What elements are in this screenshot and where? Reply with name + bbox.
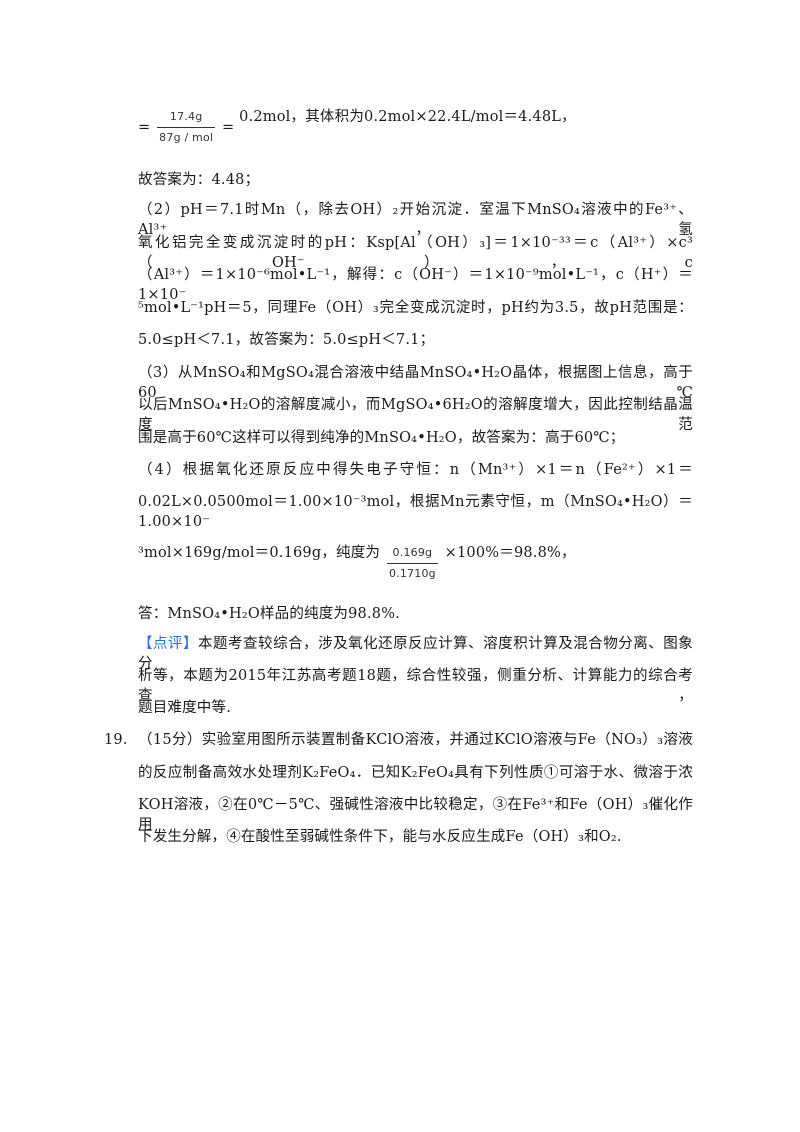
fraction-numerator: 17.4g — [157, 107, 216, 128]
question-line: KOH溶液，②在0℃－5℃、强碱性溶液中比较稳定，③在Fe³⁺和Fe（OH）₃催… — [138, 797, 693, 833]
part3-line: 以后MnSO₄•H₂O的溶解度减小，而MgSO₄•6H₂O的溶解度增大，因此控制… — [138, 397, 693, 433]
final-answer: 答：MnSO₄•H₂O样品的纯度为98.8%. — [138, 606, 400, 622]
review-tag: 【点评】 — [138, 636, 199, 652]
part2-line: （2）pH＝7.1时Mn（，除去OH）₂开始沉淀．室温下MnSO₄溶液中的Fe³… — [138, 202, 693, 238]
volume-calc-line: = 17.4g 87g / mol = 0.2mol，其体积为0.2mol×22… — [138, 107, 576, 148]
part2-line: 5.0≤pH＜7.1，故答案为：5.0≤pH＜7.1； — [138, 332, 435, 348]
part3-line: （3）从MnSO₄和MgSO₄混合溶液中结晶MnSO₄•H₂O晶体，根据图上信息… — [138, 365, 693, 401]
equals-sign: = — [221, 119, 235, 136]
part2-line: 氧化铝完全变成沉淀时的pH：Ksp[Al（OH）₃]＝1×10⁻³³＝c（Al³… — [138, 235, 693, 271]
fraction-purity: 0.169g 0.1710g — [386, 543, 438, 584]
part3-line: 围是高于60℃这样可以得到纯净的MnSO₄•H₂O，故答案为：高于60℃； — [138, 430, 625, 446]
purity-suffix: ×100%＝98.8%， — [444, 545, 576, 561]
review-line: 题目难度中等. — [138, 700, 232, 716]
equals-sign: = — [138, 119, 151, 136]
question-line: 下发生分解，④在酸性至弱碱性条件下，能与水反应生成Fe（OH）₃和O₂. — [138, 829, 622, 845]
part2-line: （Al³⁺）＝1×10⁻⁶mol•L⁻¹，解得：c（OH⁻）＝1×10⁻⁹mol… — [138, 267, 693, 303]
purity-calc-line: ³mol×169g/mol＝0.169g，纯度为 0.169g 0.1710g … — [138, 543, 576, 584]
fraction-numerator: 0.169g — [386, 543, 438, 564]
question-number: 19. — [104, 732, 128, 748]
fraction-mass-over-molar: 17.4g 87g / mol — [157, 107, 216, 148]
answer-line-1: 故答案为：4.48； — [138, 172, 260, 188]
review-line: 【点评】本题考查较综合，涉及氧化还原反应计算、溶度积计算及混合物分离、图象分 — [138, 634, 693, 674]
fraction-denominator: 0.1710g — [388, 567, 436, 580]
question-line: 的反应制备高效水处理剂K₂FeO₄．已知K₂FeO₄具有下列性质①可溶于水、微溶… — [138, 765, 693, 781]
part4-line: （4）根据氧化还原反应中得失电子守恒：n（Mn³⁺）×1＝n（Fe²⁺）×1＝ — [138, 462, 693, 478]
part2-line: ⁵mol•L⁻¹pH＝5，同理Fe（OH）₃完全变成沉淀时，pH约为3.5，故p… — [138, 300, 693, 316]
purity-prefix: ³mol×169g/mol＝0.169g，纯度为 — [138, 545, 381, 561]
part4-line: 0.02L×0.0500mol＝1.00×10⁻³mol，根据Mn元素守恒，m（… — [138, 494, 693, 530]
review-line: 析等，本题为2015年江苏高考题18题，综合性较强，侧重分析、计算能力的综合考查… — [138, 668, 693, 704]
volume-result-text: 0.2mol，其体积为0.2mol×22.4L/mol＝4.48L， — [239, 109, 576, 125]
fraction-denominator: 87g / mol — [159, 131, 214, 144]
question-line: （15分）实验室用图所示装置制备KClO溶液，并通过KClO溶液与Fe（NO₃）… — [138, 732, 693, 748]
review-text: 本题考查较综合，涉及氧化还原反应计算、溶度积计算及混合物分离、图象分 — [138, 636, 693, 672]
